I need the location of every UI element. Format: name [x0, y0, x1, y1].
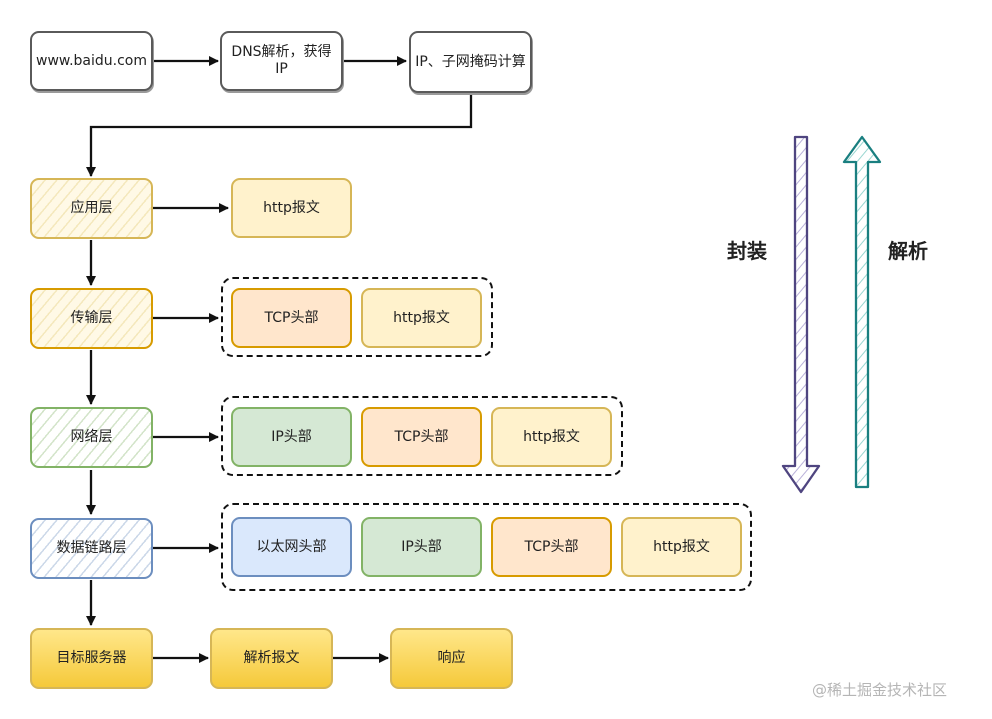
response-box: 响应	[390, 628, 513, 689]
arrow-ipcalc-to-application	[86, 93, 473, 177]
datalink-http-message: http报文	[621, 517, 742, 577]
transport-tcp-header: TCP头部	[231, 288, 352, 348]
datalink-ip-header-label: IP头部	[401, 538, 442, 555]
network-ip-header: IP头部	[231, 407, 352, 467]
network-ip-header-label: IP头部	[271, 428, 312, 445]
ip-calc-box: IP、子网掩码计算	[409, 31, 532, 93]
parse-label: 解析	[888, 239, 928, 263]
transport-layer-label: 传输层	[70, 310, 113, 327]
target-server-label: 目标服务器	[56, 650, 127, 667]
encapsulate-label: 封装	[727, 239, 767, 263]
network-http-message: http报文	[491, 407, 612, 467]
datalink-ethernet-header: 以太网头部	[231, 517, 352, 577]
app-http-message-label: http报文	[263, 199, 320, 216]
network-tcp-header-label: TCP头部	[394, 428, 449, 445]
network-layer: 网络层	[30, 407, 153, 468]
target-server: 目标服务器	[30, 628, 153, 689]
network-packet-group	[221, 396, 623, 476]
application-layer: 应用层	[30, 178, 153, 239]
ip-calc-label: IP、子网掩码计算	[415, 53, 526, 70]
parse-arrow	[842, 135, 882, 489]
datalink-tcp-header: TCP头部	[491, 517, 612, 577]
datalink-ip-header: IP头部	[361, 517, 482, 577]
application-layer-label: 应用层	[70, 200, 113, 217]
datalink-layer: 数据链路层	[30, 518, 153, 579]
app-http-message: http报文	[231, 178, 352, 238]
parse-message-label: 解析报文	[243, 650, 300, 667]
response-label: 响应	[437, 650, 466, 667]
datalink-http-message-label: http报文	[653, 538, 710, 555]
parse-message-box: 解析报文	[210, 628, 333, 689]
network-http-message-label: http报文	[523, 428, 580, 445]
network-tcp-header: TCP头部	[361, 407, 482, 467]
dns-box: DNS解析，获得IP	[220, 31, 343, 91]
domain-label: www.baidu.com	[36, 52, 147, 69]
network-layer-label: 网络层	[70, 429, 113, 446]
transport-http-message: http报文	[361, 288, 482, 348]
datalink-ethernet-header-label: 以太网头部	[256, 538, 327, 555]
transport-http-message-label: http报文	[393, 309, 450, 326]
transport-packet-group	[221, 277, 493, 357]
transport-layer: 传输层	[30, 288, 153, 349]
dns-label: DNS解析，获得IP	[231, 44, 332, 77]
watermark: @稀土掘金技术社区	[812, 681, 948, 699]
transport-tcp-header-label: TCP头部	[264, 309, 319, 326]
encapsulate-arrow	[781, 135, 821, 494]
domain-box: www.baidu.com	[30, 31, 153, 91]
datalink-packet-group	[221, 503, 752, 591]
datalink-tcp-header-label: TCP头部	[524, 538, 579, 555]
datalink-layer-label: 数据链路层	[56, 540, 127, 557]
